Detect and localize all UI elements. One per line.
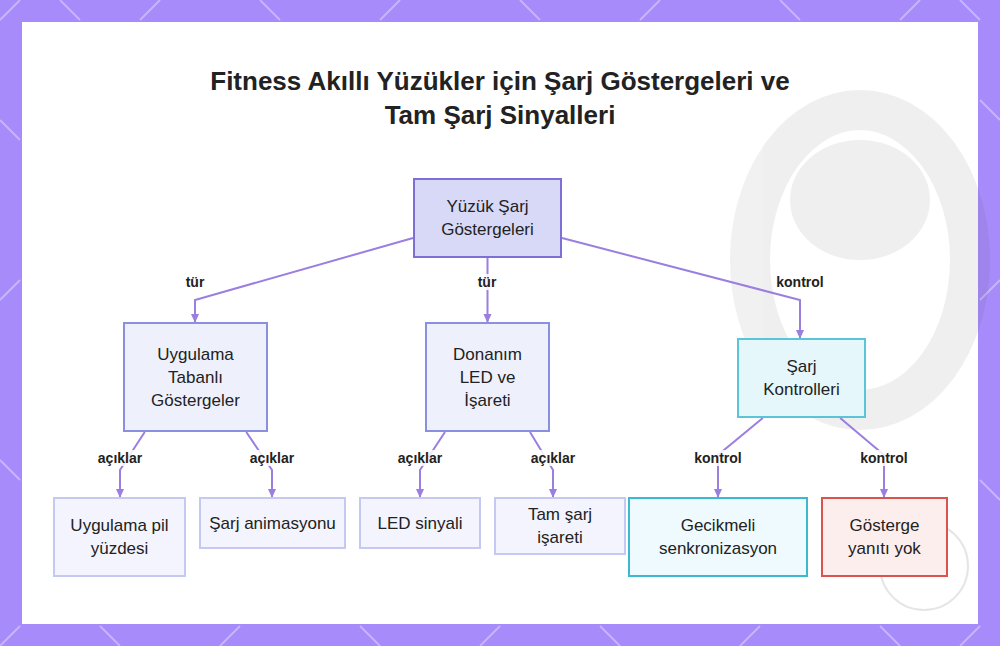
- process-box: Şarj animasyonu: [199, 497, 346, 549]
- box-label: Tam şarj işareti: [504, 503, 616, 549]
- process-box: Yüzük Şarj Göstergeleri: [413, 178, 562, 258]
- process-box: Uygulama pil yüzdesi: [53, 497, 186, 577]
- connector-line: [195, 238, 413, 322]
- edge-label: kontrol: [692, 450, 743, 466]
- edge-label: kontrol: [858, 450, 909, 466]
- edge-label: tür: [184, 274, 207, 290]
- diagram-title: Fitness Akıllı Yüzükler için Şarj Göster…: [200, 64, 800, 132]
- edge-label: açıklar: [529, 450, 577, 466]
- edge-label: kontrol: [774, 274, 825, 290]
- box-label: Şarj Kontrolleri: [747, 355, 856, 401]
- box-label: Gecikmeli senkronizasyon: [638, 514, 798, 560]
- box-text-group: Gecikmeli senkronizasyon: [638, 514, 798, 560]
- box-label: Uygulama pil yüzdesi: [63, 514, 176, 560]
- box-text-group: Uygulama pil yüzdesi: [63, 514, 176, 560]
- box-label: Gösterge yanıtı yok: [831, 514, 938, 560]
- box-label: Uygulama Tabanlı Göstergeler: [133, 343, 258, 412]
- box-text-group: Donanım LED ve İşareti: [435, 343, 540, 412]
- box-text-group: Uygulama Tabanlı Göstergeler: [133, 343, 258, 412]
- edge-label: açıklar: [96, 450, 144, 466]
- box-text-group: LED sinyali: [377, 512, 462, 535]
- content-panel: [22, 22, 978, 624]
- process-box: Donanım LED ve İşareti: [425, 322, 550, 432]
- edge-label: açıklar: [248, 450, 296, 466]
- box-text-group: Yüzük Şarj Göstergeleri: [423, 195, 552, 241]
- process-box: LED sinyali: [359, 497, 481, 549]
- process-box: Gecikmeli senkronizasyon: [628, 497, 808, 577]
- box-label: Şarj animasyonu: [209, 512, 336, 535]
- connector-line: [487, 258, 489, 322]
- process-box: Şarj Kontrolleri: [737, 338, 866, 418]
- process-box: Uygulama Tabanlı Göstergeler: [123, 322, 268, 432]
- box-text-group: Gösterge yanıtı yok: [831, 514, 938, 560]
- box-text-group: Şarj animasyonu: [209, 512, 336, 535]
- process-box: Gösterge yanıtı yok: [821, 497, 948, 577]
- connector-line: [562, 238, 800, 338]
- process-box: Tam şarj işareti: [494, 497, 626, 555]
- box-label: Yüzük Şarj Göstergeleri: [423, 195, 552, 241]
- box-text-group: Tam şarj işareti: [504, 503, 616, 549]
- edge-label: tür: [476, 274, 499, 290]
- box-label: Donanım LED ve İşareti: [435, 343, 540, 412]
- box-label: LED sinyali: [377, 512, 462, 535]
- box-text-group: Şarj Kontrolleri: [747, 355, 856, 401]
- edge-label: açıklar: [396, 450, 444, 466]
